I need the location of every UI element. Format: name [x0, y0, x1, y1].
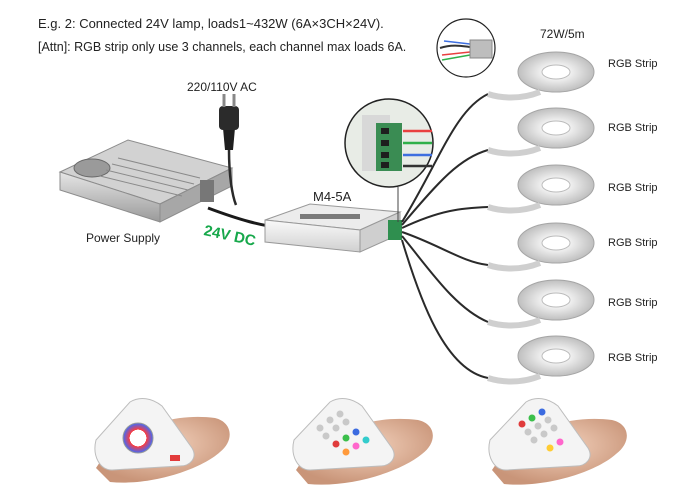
controller-label: M4-5A	[313, 189, 352, 204]
strip-rating-label: 72W/5m	[540, 27, 585, 41]
ac-plug	[219, 94, 239, 206]
strip-label: RGB Strip	[608, 122, 658, 134]
m4-5a-controller	[264, 203, 402, 253]
strip-reel	[487, 279, 595, 329]
power-supply-label: Power Supply	[86, 231, 161, 245]
strip-reels	[487, 51, 595, 385]
connector-zoom	[436, 18, 496, 78]
strip-label: RGB Strip	[608, 182, 658, 194]
remote-keypad-1	[292, 398, 433, 485]
remote-color-wheel	[94, 398, 230, 483]
strip-reel	[487, 335, 595, 385]
strip-reel	[487, 107, 595, 157]
output-wires	[401, 93, 489, 379]
strip-label: RGB Strip	[608, 352, 658, 364]
strip-label: RGB Strip	[608, 58, 658, 70]
terminal-zoom	[344, 98, 434, 222]
strip-label: RGB Strip	[608, 297, 658, 309]
remote-keypad-2	[488, 398, 627, 485]
strip-label: RGB Strip	[608, 237, 658, 249]
strip-reel	[487, 51, 595, 101]
strip-reel	[487, 222, 595, 272]
strip-reel	[487, 164, 595, 214]
attention-note: [Attn]: RGB strip only use 3 channels, e…	[38, 40, 407, 54]
power-supply-unit	[58, 139, 234, 223]
example-title: E.g. 2: Connected 24V lamp, loads1~432W …	[38, 16, 384, 31]
ac-input-label: 220/110V AC	[187, 80, 257, 94]
